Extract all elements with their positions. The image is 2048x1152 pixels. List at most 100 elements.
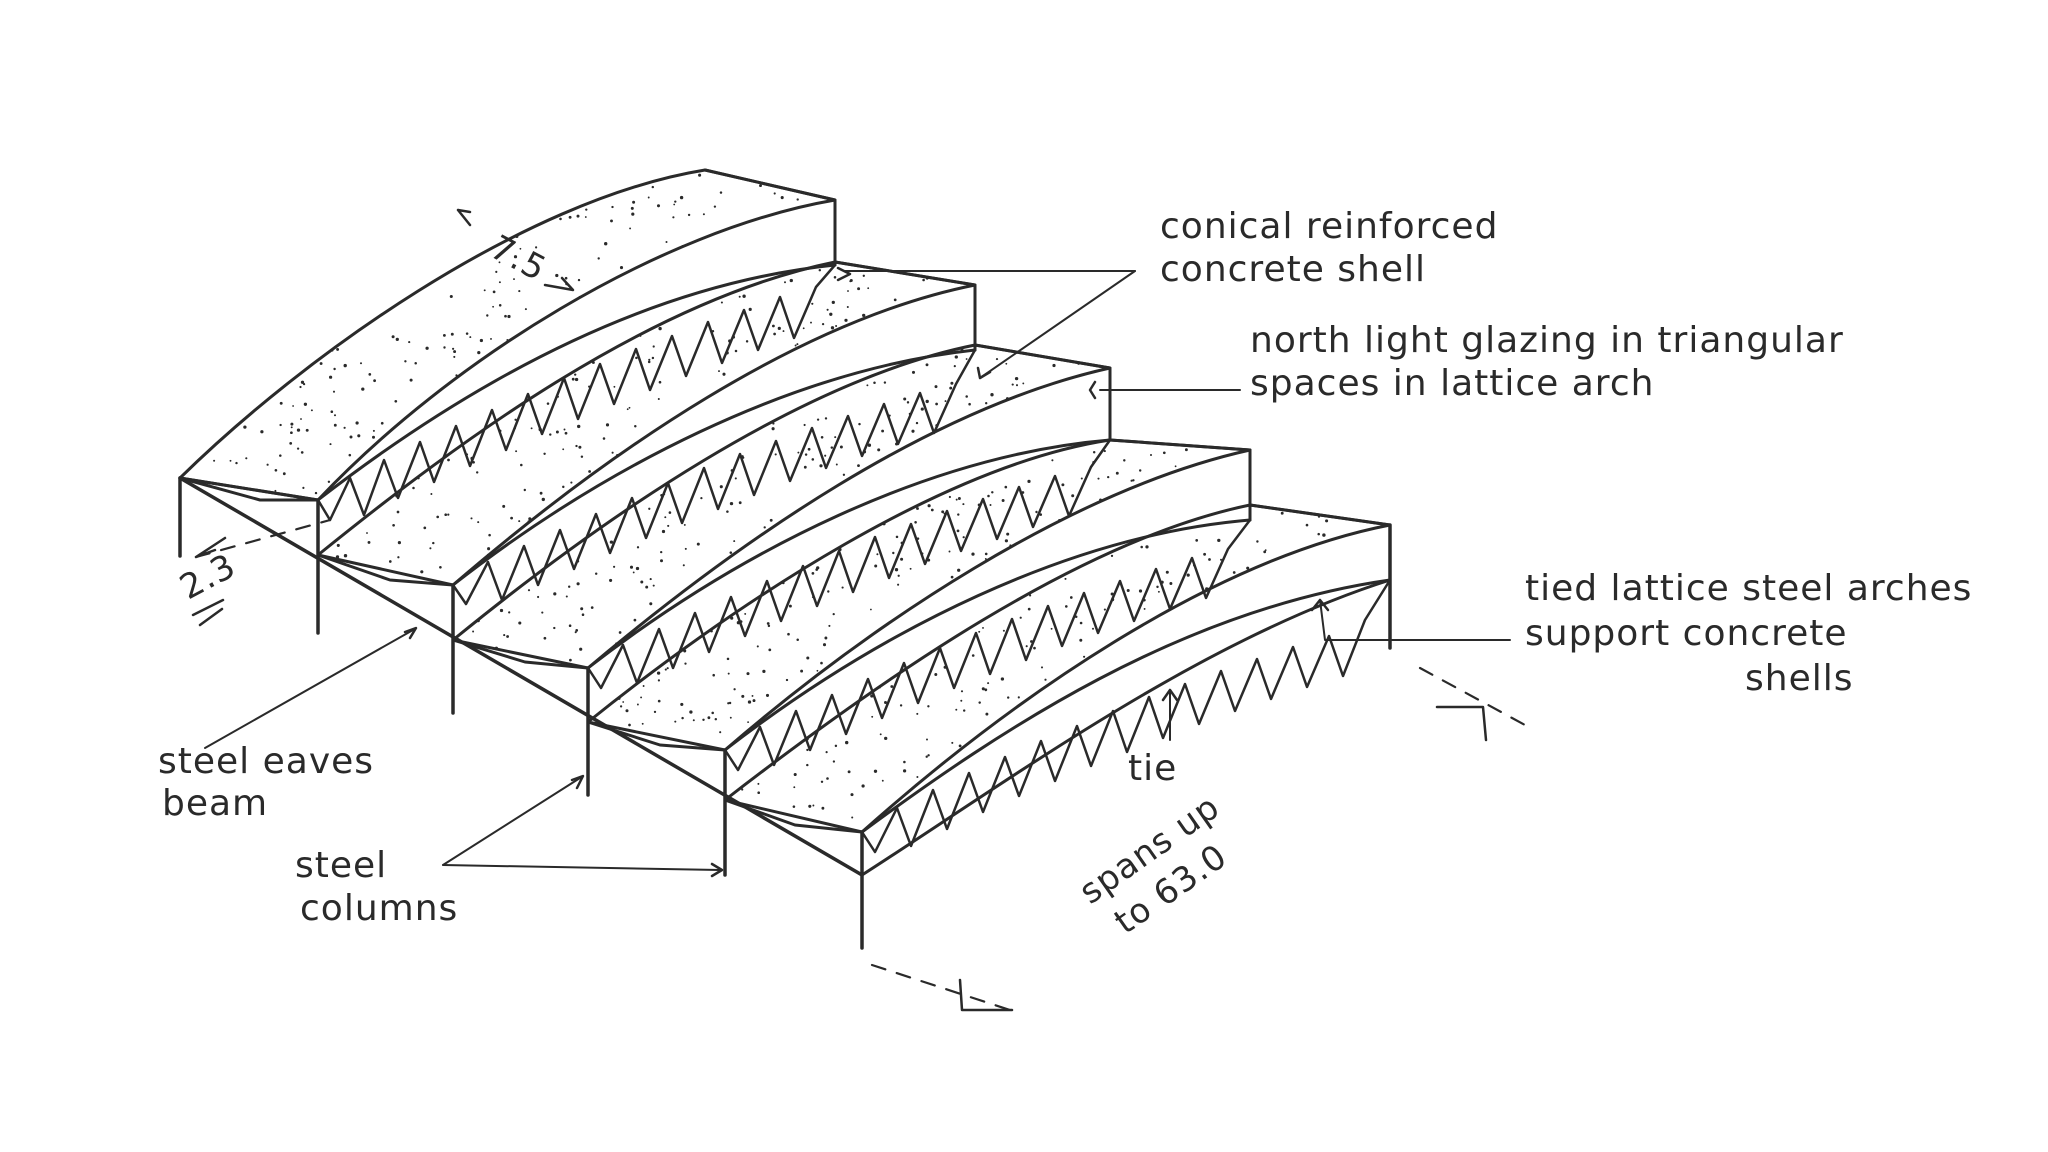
columns-arrowhead-2 [710, 862, 724, 878]
stipple-dot [524, 308, 527, 311]
stipple-dot [1103, 450, 1106, 453]
stipple-dot [978, 630, 981, 633]
stipple-dot [763, 526, 766, 529]
stipple-dot [1074, 615, 1078, 619]
stipple-dot [641, 722, 644, 725]
stipple-dot [742, 294, 746, 298]
stipple-dot [1004, 539, 1008, 543]
shell-5-tie [860, 578, 1392, 877]
stipple-dot [835, 463, 838, 466]
stipple-dot [846, 305, 849, 309]
tie-label: tie [1128, 748, 1177, 789]
stipple-dot [466, 453, 469, 456]
arches-label-line-2: support concrete [1525, 613, 1848, 654]
stipple-dot [213, 459, 216, 462]
stipple-dot [1005, 397, 1009, 401]
stipple-dot [290, 426, 293, 429]
stipple-dot [960, 348, 964, 352]
stipple-dot [367, 540, 371, 544]
stipple-dot [657, 679, 661, 682]
stipple-dot [266, 463, 269, 466]
stipple-dot [443, 346, 446, 349]
stipple-dot [911, 429, 915, 433]
width-dimension-ticks [456, 208, 575, 292]
stipple-dot [335, 555, 340, 559]
stipple-dot [893, 298, 897, 302]
stipple-dot [863, 450, 867, 454]
stipple-dot [1263, 550, 1267, 554]
stipple-dot [495, 270, 498, 273]
stipple-dot [1317, 515, 1321, 518]
leader-lines [204, 266, 1511, 878]
stipple-dot [504, 314, 507, 318]
stipple-dot [327, 480, 331, 483]
stipple-dot [867, 443, 872, 447]
stipple-dot [361, 387, 365, 391]
stipple-dot [848, 581, 852, 585]
stipple-dot [628, 406, 631, 409]
stipple-dot [808, 804, 812, 808]
stipple-dot [772, 422, 775, 425]
stipple-dot [821, 322, 825, 326]
columns-arrowhead-1 [570, 774, 585, 790]
stipple-dot [890, 685, 894, 688]
stipple-dot [897, 583, 900, 586]
stipple-dot [664, 668, 667, 671]
stipple-dot [953, 365, 956, 368]
stipple-dot [847, 290, 849, 292]
stipple-dot [649, 578, 652, 581]
shell-stipple-texture [213, 173, 1329, 819]
stipple-dot [674, 200, 677, 203]
stipple-dot [792, 805, 796, 808]
stipple-dot [658, 380, 662, 384]
stipple-dot [965, 358, 968, 360]
stipple-dot [1021, 491, 1025, 494]
stipple-dot [729, 551, 733, 554]
stipple-dot [648, 507, 651, 510]
stipple-dot [279, 401, 283, 405]
stipple-dot [858, 422, 861, 426]
stipple-dot [274, 468, 278, 472]
stipple-dot [1025, 645, 1028, 648]
stipple-dot [739, 620, 743, 623]
stipple-dot [818, 268, 822, 272]
stipple-dot [771, 427, 775, 431]
stipple-dot [343, 426, 346, 429]
stipple-dot [981, 687, 985, 691]
stipple-dot [781, 581, 785, 585]
span-dim-line-right [1418, 666, 1527, 727]
stipple-dot [1149, 453, 1153, 457]
stipple-dot [987, 682, 990, 685]
stipple-dot [1028, 594, 1032, 597]
stipple-dot [820, 661, 823, 665]
stipple-dot [767, 624, 771, 628]
stipple-dot [555, 273, 559, 278]
stipple-dot [656, 671, 661, 675]
stipple-dot [656, 204, 661, 208]
stipple-dot [1011, 383, 1014, 386]
stipple-dot [632, 200, 636, 204]
stipple-dot [741, 455, 744, 458]
stipple-dot [486, 553, 490, 557]
stipple-dot [577, 424, 581, 429]
stipple-dot [447, 458, 450, 462]
stipple-dot [528, 517, 532, 521]
stipple-dot [927, 558, 931, 562]
stipple-dot [537, 595, 540, 599]
stipple-dot [395, 337, 399, 342]
stipple-dot [982, 626, 984, 629]
stipple-dot [658, 326, 662, 331]
stipple-dot [683, 649, 687, 653]
stipple-dot [881, 779, 884, 782]
stipple-dot [661, 529, 666, 534]
stipple-dot [1107, 475, 1110, 479]
stipple-dot [1156, 585, 1159, 589]
stipple-dot [498, 304, 502, 307]
stipple-dot [513, 278, 515, 281]
stipple-dot [830, 326, 835, 330]
stipple-dot [718, 370, 720, 373]
stipple-dot [300, 451, 304, 454]
stipple-dot [1220, 558, 1222, 561]
stipple-dot [652, 584, 655, 587]
stipple-dot [719, 485, 723, 489]
